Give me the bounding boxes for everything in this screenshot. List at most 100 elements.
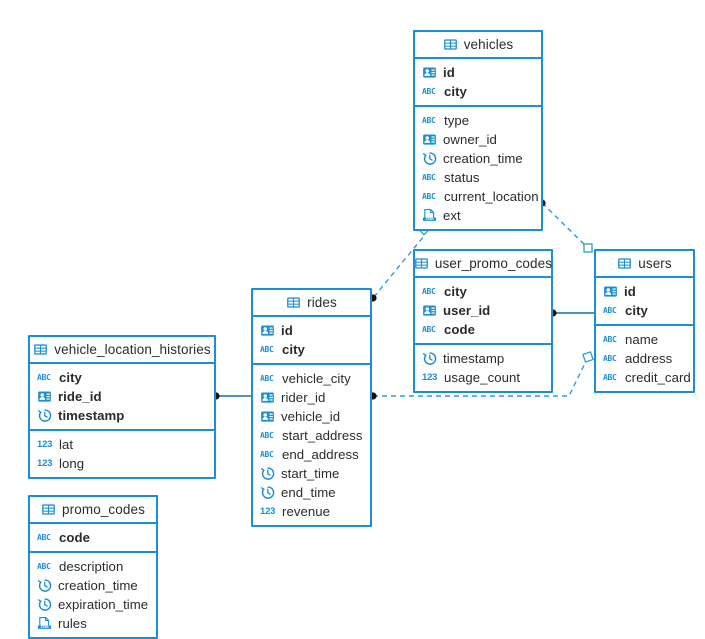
id-card-icon (422, 303, 437, 318)
field-row[interactable]: timestamp (415, 349, 551, 368)
relationship-vehicles-users[interactable] (538, 199, 593, 253)
field-row[interactable]: ABC type (415, 111, 541, 130)
abc-icon: ABC (603, 372, 617, 382)
field-row[interactable]: owner_id (415, 130, 541, 149)
clock-icon (37, 597, 52, 612)
entity-title: user_promo_codes (434, 256, 553, 271)
field-row[interactable]: rider_id (253, 388, 370, 407)
number-icon: 123 (37, 457, 53, 469)
field-label: usage_count (444, 370, 521, 385)
field-row[interactable]: id (596, 282, 693, 301)
clock-icon (422, 151, 437, 166)
field-row[interactable]: creation_time (415, 149, 541, 168)
entity-header[interactable]: vehicles (415, 32, 541, 59)
id-card-icon (37, 389, 52, 404)
relationship-endpoint-square (583, 243, 593, 253)
field-label: timestamp (58, 408, 125, 423)
field-row[interactable]: ride_id (30, 387, 214, 406)
field-label: user_id (443, 303, 491, 318)
field-label: long (59, 456, 85, 471)
relationship-user_promo_codes-users[interactable] (549, 309, 594, 317)
abc-icon: ABC (603, 334, 617, 344)
clock-icon (260, 466, 275, 481)
abc-icon: ABC (422, 115, 436, 125)
field-row[interactable]: vehicle_id (253, 407, 370, 426)
field-row[interactable]: 123 long (30, 454, 214, 473)
abc-icon: ABC (422, 286, 436, 296)
field-label: end_address (282, 447, 359, 462)
field-label: city (444, 84, 467, 99)
entity-header[interactable]: rides (253, 290, 370, 317)
field-row[interactable]: user_id (415, 301, 551, 320)
field-row[interactable]: start_time (253, 464, 370, 483)
svg-text:JSON: JSON (425, 217, 433, 221)
clock-icon (260, 485, 275, 500)
field-row[interactable]: timestamp (30, 406, 214, 425)
clock-icon (422, 351, 437, 366)
entity-header[interactable]: users (596, 251, 693, 278)
relationship-vehicle_location_histories-rides[interactable] (212, 392, 251, 400)
entity-title: rides (307, 295, 337, 310)
id-card-icon (422, 132, 437, 147)
entity-title: users (638, 256, 672, 271)
field-row[interactable]: expiration_time (30, 595, 156, 614)
entity-header[interactable]: vehicle_location_histories (30, 337, 214, 364)
field-label: revenue (282, 504, 331, 519)
entity-title: vehicle_location_histories (54, 342, 211, 357)
field-row[interactable]: id (415, 63, 541, 82)
entity-header[interactable]: promo_codes (30, 497, 156, 524)
entity-header[interactable]: user_promo_codes (415, 251, 553, 278)
field-label: owner_id (443, 132, 497, 147)
field-label: ride_id (58, 389, 102, 404)
field-label: vehicle_city (282, 371, 351, 386)
field-row[interactable]: creation_time (30, 576, 156, 595)
field-label: code (444, 322, 475, 337)
field-row[interactable]: id (253, 321, 370, 340)
field-label: start_address (282, 428, 363, 443)
field-label: id (443, 65, 455, 80)
field-label: address (625, 351, 673, 366)
id-card-icon (260, 390, 275, 405)
field-label: description (59, 559, 124, 574)
field-row[interactable]: end_time (253, 483, 370, 502)
relationship-endpoint-square (582, 351, 594, 363)
id-card-icon (422, 65, 437, 80)
field-label: type (444, 113, 470, 128)
field-label: lat (59, 437, 74, 452)
